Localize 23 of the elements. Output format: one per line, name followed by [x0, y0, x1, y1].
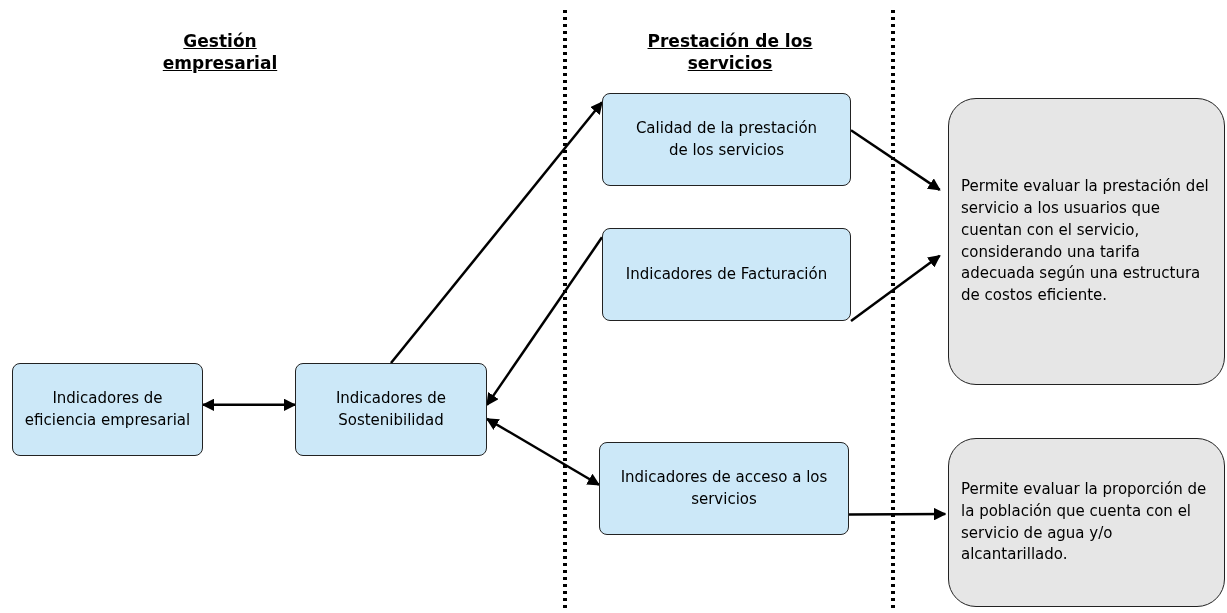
node-text: Indicadores de acceso a los servicios: [619, 466, 829, 510]
arrow: [201, 398, 297, 412]
arrow: [390, 101, 603, 364]
indicator-box: [295, 363, 487, 456]
indicator-box: [12, 363, 203, 456]
node-text: Indicadores de Facturación: [625, 263, 828, 285]
arrow: [850, 254, 941, 322]
indicator-box: [602, 93, 851, 186]
description-box: [948, 98, 1225, 385]
column-heading: Prestación de los servicios: [646, 30, 814, 75]
arrow: [850, 129, 941, 191]
node-text: Indicadores de Sostenibilidad: [334, 387, 448, 431]
arrow: [485, 417, 601, 486]
indicator-box: [602, 228, 851, 321]
node-text: Calidad de la prestación de los servicios: [634, 117, 819, 161]
arrow: [849, 507, 947, 521]
node-text: Permite evaluar la prestación del servicio a los usuarios que cuentan con el servicio, considerando una tarifa adecuada según una estructura de costos eficiente.: [961, 176, 1210, 306]
description-box: [948, 438, 1225, 607]
node-text: Indicadores de eficiencia empresarial: [23, 387, 192, 431]
column-heading: Gestión empresarial: [161, 30, 279, 75]
indicator-box: [599, 442, 849, 535]
node-text: Permite evaluar la proporción de la población que cuenta con el servicio de agua y/o alcantarillado.: [961, 479, 1208, 566]
arrow: [485, 236, 604, 406]
